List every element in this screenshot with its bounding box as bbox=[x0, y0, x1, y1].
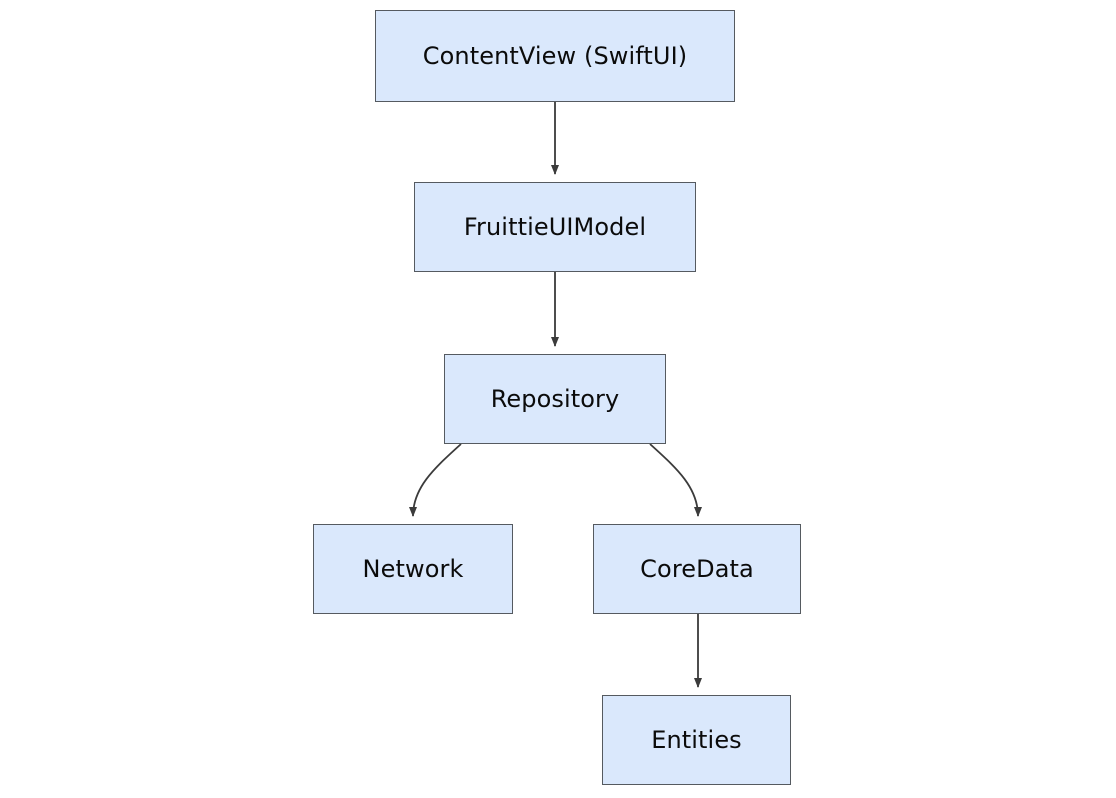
edge-repository-network bbox=[409, 443, 462, 517]
node-label-contentview: ContentView (SwiftUI) bbox=[422, 42, 688, 70]
node-label-coredata: CoreData bbox=[640, 555, 754, 583]
node-fruittieuimodel[interactable]: FruittieUIModel bbox=[414, 182, 696, 272]
node-label-repository: Repository bbox=[490, 385, 620, 413]
node-contentview[interactable]: ContentView (SwiftUI) bbox=[375, 10, 735, 102]
node-coredata[interactable]: CoreData bbox=[593, 524, 801, 614]
node-label-fruittieuimodel: FruittieUIModel bbox=[463, 213, 647, 241]
node-label-network: Network bbox=[362, 555, 464, 583]
edge-repository-coredata bbox=[649, 443, 702, 517]
node-label-entities: Entities bbox=[651, 726, 742, 754]
node-repository[interactable]: Repository bbox=[444, 354, 666, 444]
node-entities[interactable]: Entities bbox=[602, 695, 791, 785]
node-network[interactable]: Network bbox=[313, 524, 513, 614]
